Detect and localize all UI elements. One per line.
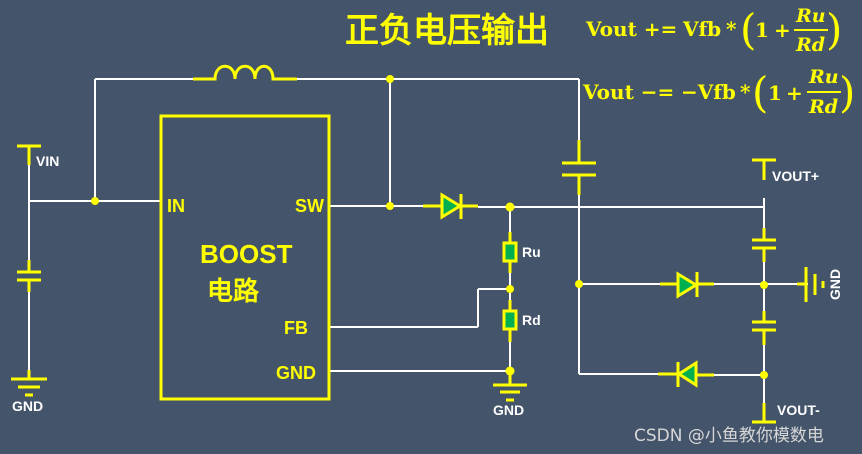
rd-label: Rd — [522, 312, 541, 328]
diode-main — [423, 192, 478, 220]
resistor-rd — [502, 300, 518, 342]
formula-neg-num: Ru — [808, 66, 839, 88]
formula-pos-op: * — [726, 17, 737, 41]
junction-dot — [506, 285, 514, 293]
formula-pos-one: 1 — [755, 18, 769, 42]
formula-neg-den: Rd — [808, 96, 838, 118]
vout-pos-label: VOUT+ — [772, 168, 819, 184]
pin-gnd-label: GND — [276, 363, 316, 383]
diode-lower — [658, 360, 714, 388]
pin-sw-label: SW — [295, 196, 324, 216]
watermark: CSDN @小鱼教你模数电 — [634, 426, 824, 446]
chip-name-line2: 电路 — [207, 276, 260, 307]
formula-pos-lhs: Vout += — [585, 17, 677, 41]
chip-name-line1: BOOST — [200, 239, 293, 269]
coupling-capacitor — [562, 140, 596, 195]
input-capacitor — [17, 260, 41, 292]
diagram-title: 正负电压输出 — [345, 11, 549, 51]
formula-neg-lparen: ( — [752, 68, 768, 117]
pin-fb-label: FB — [284, 318, 308, 338]
vout-neg-label: VOUT- — [777, 402, 820, 418]
formula-neg-plus: + — [786, 81, 803, 105]
ru-label: Ru — [522, 244, 541, 260]
vin-label: VIN — [36, 153, 59, 169]
ground-right-icon — [797, 267, 825, 302]
output-capacitor-neg — [752, 311, 776, 345]
formula-neg-vfb: −Vfb — [681, 80, 736, 104]
formula-pos-num: Ru — [795, 5, 826, 27]
junction-dot — [505, 366, 515, 376]
formula-pos-plus: + — [774, 18, 791, 42]
junction-dots — [91, 75, 768, 379]
pin-in-label: IN — [167, 196, 185, 216]
formula-neg-lhs: Vout −= — [582, 80, 674, 104]
formula-pos-den: Rd — [795, 34, 825, 56]
ground-left-icon — [11, 370, 47, 397]
formula-neg-op: * — [740, 80, 751, 104]
output-capacitor-pos — [752, 228, 776, 262]
formula-neg-rparen: ) — [839, 68, 855, 117]
junction-dot — [386, 75, 394, 83]
junction-dot — [505, 202, 515, 212]
formula-pos-rparen: ) — [826, 5, 842, 54]
diode-mid — [660, 271, 714, 299]
formula-pos-vfb: Vfb — [682, 17, 721, 41]
formula-negative: Vout −= −Vfb * ( 1 + Ru Rd ) — [582, 66, 855, 118]
vin-supply-symbol — [17, 144, 41, 165]
junction-dot — [760, 281, 768, 289]
gnd-mid-label: GND — [493, 402, 524, 418]
inductor — [193, 64, 297, 81]
vout-pos-symbol — [752, 158, 776, 180]
formula-neg-one: 1 — [768, 81, 782, 105]
gnd-right-label: GND — [827, 269, 843, 300]
junction-dot — [575, 280, 583, 288]
boost-chip: IN SW FB GND BOOST 电路 — [159, 114, 331, 401]
gnd-left-label: GND — [12, 398, 43, 414]
junction-dot — [760, 371, 768, 379]
wires — [28, 78, 808, 405]
formula-positive: Vout += Vfb * ( 1 + Ru Rd ) — [585, 5, 842, 56]
resistor-ru — [502, 232, 518, 273]
vout-neg-symbol — [752, 403, 776, 424]
junction-dot — [91, 197, 99, 205]
formula-pos-lparen: ( — [740, 5, 756, 54]
junction-dot — [386, 202, 394, 210]
